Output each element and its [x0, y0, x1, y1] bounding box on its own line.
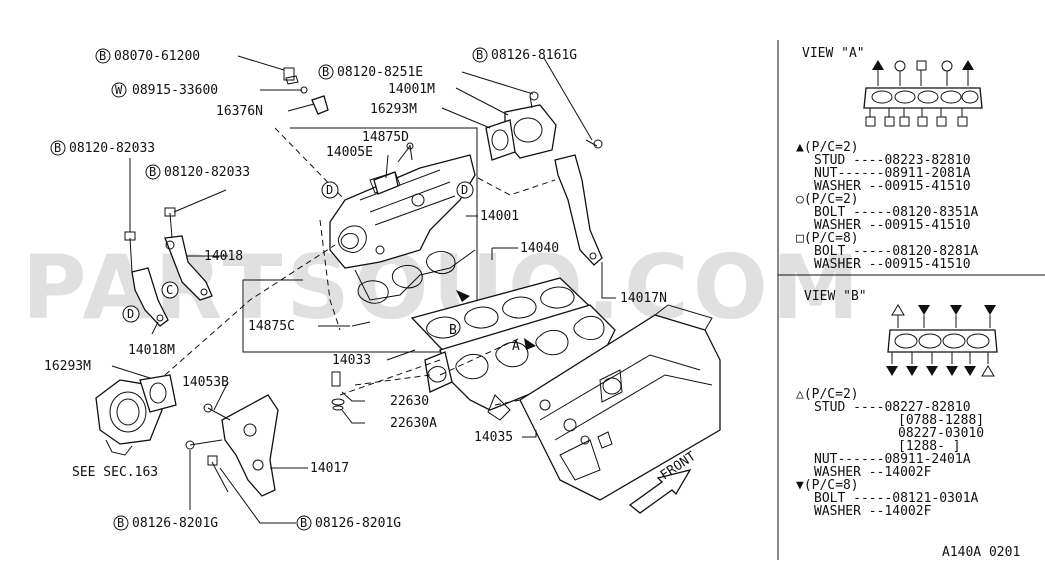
callout-08120-8251E: 08120-8251E [337, 65, 423, 80]
bolt-prefix-letter: B [322, 65, 329, 79]
washer-prefix-letter: W [115, 83, 123, 97]
bolt-prefix-circle [472, 47, 488, 63]
view-a-line-8: □(P/C=8) [796, 231, 859, 246]
callout-16293M-top: 16293M [370, 102, 417, 117]
callout-14017: 14017 [310, 461, 349, 476]
bolt-prefix-letter: B [117, 516, 124, 530]
marker-c-letter: C [166, 283, 173, 297]
view-a-line-1: ▲(P/C=2) [796, 140, 859, 155]
throttle-body [95, 374, 177, 456]
bolt-prefix-letter: B [476, 48, 483, 62]
leader-lines [111, 55, 616, 524]
view-a-line-6: BOLT -----08120-8351A [814, 205, 979, 220]
view-b-title: VIEW "B" [804, 289, 867, 304]
see-sec-163: SEE SEC.163 [72, 465, 158, 480]
view-a-line-4: WASHER --00915-41510 [814, 179, 971, 194]
callout-14018: 14018 [204, 249, 243, 264]
manifold-group-frame [242, 127, 478, 353]
bolt-prefix-letter: B [99, 49, 106, 63]
exhaust-manifold-14035 [424, 304, 616, 421]
view-b-line-5: [1288- ] [898, 439, 961, 454]
callout-16376N: 16376N [216, 104, 263, 119]
marker-d-letter: D [326, 183, 333, 197]
marker-d-letter: D [461, 183, 468, 197]
view-a-title: VIEW "A" [802, 46, 865, 61]
marker-d-letter: D [127, 307, 134, 321]
callout-14033: 14033 [332, 353, 371, 368]
cylinder-head [519, 304, 721, 501]
view-b-line-2: STUD ----08227-82810 [814, 400, 971, 415]
bolt-prefix-circle [113, 515, 129, 531]
view-b-line-3: [0788-1288] [898, 413, 984, 428]
view-markers: D D C D B A [122, 181, 520, 354]
callout-14875D: 14875D [362, 130, 409, 145]
marker-d-circle [456, 181, 474, 199]
bolt-prefix-circle [145, 164, 161, 180]
callout-22630: 22630 [390, 394, 429, 409]
callout-08126-8201G-b: 08126-8201G [315, 516, 401, 531]
view-b-line-7: WASHER --14002F [814, 465, 932, 480]
view-b-line-4: 08227-03010 [898, 426, 984, 441]
view-b-line-9: BOLT -----08121-0301A [814, 491, 979, 506]
callout-22630A: 22630A [390, 416, 437, 431]
bracket-14017 [185, 394, 279, 497]
adapter-14001M [485, 91, 557, 161]
bolt-prefix-circle [95, 48, 111, 64]
view-a-line-3: NUT------08911-2081A [814, 166, 971, 181]
diagram-code: A140A 0201 [942, 545, 1020, 560]
bracket-14018 [164, 207, 213, 301]
small-hardware [283, 67, 536, 411]
view-a-line-5: ○(P/C=2) [796, 192, 859, 207]
bolt-prefix-letter: B [149, 165, 156, 179]
bolt-prefix-circle [318, 64, 334, 80]
marker-d-circle [122, 305, 140, 323]
view-b-line-8: ▼(P/C=8) [796, 478, 859, 493]
callout-14001M: 14001M [388, 82, 435, 97]
view-a-flange-drawing [863, 60, 983, 127]
callout-14040: 14040 [520, 241, 559, 256]
view-b-flange-drawing [886, 304, 998, 377]
callout-08126-8161G: 08126-8161G [491, 48, 577, 63]
bolt-prefix-circle [50, 140, 66, 156]
view-a-line-9: BOLT -----08120-8281A [814, 244, 979, 259]
marker-d-circle [321, 181, 339, 199]
callout-14053B: 14053B [182, 375, 229, 390]
callout-labels: B 08070-61200 W 08915-33600 16376N B 081… [44, 47, 667, 531]
washer-prefix-circle [111, 82, 127, 98]
bolt-prefix-circle [296, 515, 312, 531]
marker-c-circle [161, 281, 179, 299]
view-b-line-1: △(P/C=2) [796, 387, 859, 402]
callout-14001: 14001 [480, 209, 519, 224]
callout-16293M-left: 16293M [44, 359, 91, 374]
bracket-14018M [124, 231, 169, 327]
callout-14017N: 14017N [620, 291, 667, 306]
intake-manifold-14001 [329, 154, 476, 304]
callout-08070-61200: 08070-61200 [114, 49, 200, 64]
view-b-marker: B [449, 323, 457, 338]
callout-08120-82033-a: 08120-82033 [69, 141, 155, 156]
callout-08915-33600: 08915-33600 [132, 83, 218, 98]
view-b-line-10: WASHER --14002F [814, 504, 932, 519]
view-a-panel: VIEW "A" [796, 46, 983, 272]
bolt-prefix-letter: B [54, 141, 61, 155]
view-a-marker: A [512, 339, 520, 354]
bracket-14017N [554, 139, 603, 266]
view-a-line-2: STUD ----08223-82810 [814, 153, 971, 168]
callout-14875C: 14875C [248, 319, 295, 334]
callout-14005E: 14005E [326, 145, 373, 160]
callout-08120-82033-b: 08120-82033 [164, 165, 250, 180]
callout-08126-8201G-a: 08126-8201G [132, 516, 218, 531]
bolt-prefix-letter: B [300, 516, 307, 530]
view-b-line-6: NUT------08911-2401A [814, 452, 971, 467]
callout-14018M: 14018M [128, 343, 175, 358]
callout-14035: 14035 [474, 430, 513, 445]
view-a-line-10: WASHER --00915-41510 [814, 257, 971, 272]
view-b-panel: VIEW "B" △( [796, 289, 998, 519]
view-a-line-7: WASHER --00915-41510 [814, 218, 971, 233]
